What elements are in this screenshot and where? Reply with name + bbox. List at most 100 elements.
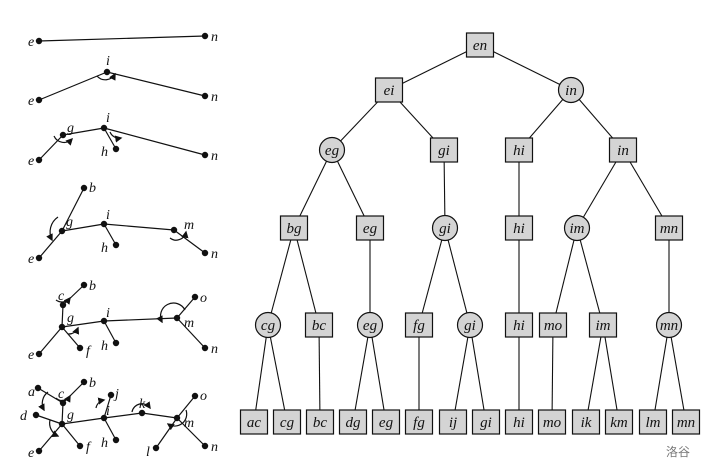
tree-node-square: hi: [504, 215, 534, 241]
tree-node-shape: [456, 311, 484, 339]
s6-label-o: o: [200, 389, 207, 404]
tree-node-shape: [588, 312, 618, 338]
tree-node-square: gi: [429, 137, 459, 163]
tree-node-shape: [305, 409, 335, 435]
s5-label-h: h: [101, 339, 108, 354]
tree-node-label: en: [473, 38, 487, 54]
tree-edge: [293, 227, 320, 326]
tree-node-label: bc: [312, 318, 327, 334]
tree-edge: [267, 227, 295, 326]
tree-node-square: ei: [374, 77, 404, 103]
tree-node-shape: [356, 311, 384, 339]
tree-node-shape: [338, 409, 368, 435]
tree-node-label: eg: [325, 143, 340, 159]
tree-node-shape: [438, 409, 468, 435]
tree-node-circle: im: [563, 214, 591, 242]
s6-label-h: h: [101, 436, 108, 451]
tree-node-label: dg: [346, 415, 362, 431]
tree-node-square: gi: [471, 409, 501, 435]
s5-label-b: b: [89, 279, 96, 294]
tree-node-label: im: [596, 318, 611, 334]
s6-label-d: d: [20, 409, 28, 424]
tree-node-square: km: [604, 409, 634, 435]
tree-node-shape: [538, 312, 568, 338]
tree-node-label: km: [610, 415, 628, 431]
s4-label-g: g: [66, 215, 73, 230]
tree-node-shape: [608, 137, 638, 163]
tree-node-shape: [404, 312, 434, 338]
tree-node-square: hi: [504, 137, 534, 163]
s6-label-a: a: [28, 385, 35, 400]
tree-node-square: eg: [371, 409, 401, 435]
s6-label-b: b: [89, 376, 96, 391]
tree-node-label: cg: [261, 318, 276, 334]
watermark: 洛谷: [666, 444, 690, 459]
tree-edge: [293, 149, 333, 229]
tree-node-circle: mn: [655, 311, 683, 339]
tree-edge: [479, 44, 572, 91]
tree-node-shape: [504, 137, 534, 163]
step-2: [35, 68, 209, 104]
tree-node-square: bg: [279, 215, 309, 241]
tree-node-square: ik: [571, 409, 601, 435]
tree-node-label: ij: [449, 415, 457, 431]
s3-label-n: n: [211, 149, 218, 164]
s4-label-i: i: [106, 208, 110, 223]
tree-edge: [331, 149, 371, 229]
tree-node-label: ei: [384, 83, 395, 99]
tree-node-label: gi: [464, 318, 476, 334]
tree-node-label: fg: [413, 318, 425, 334]
s6-label-n: n: [211, 440, 218, 455]
s6-label-k: k: [139, 397, 146, 412]
tree-edge: [452, 324, 471, 423]
tree-edge: [551, 324, 554, 423]
step-3: [35, 124, 209, 164]
tree-node-square: mo: [538, 312, 568, 338]
tree-node-shape: [371, 409, 401, 435]
tree-node-square: hi: [504, 409, 534, 435]
s6-label-g: g: [67, 408, 74, 423]
tree-node-circle: cg: [254, 311, 282, 339]
tree-edge: [576, 149, 624, 229]
tree-edge: [622, 149, 670, 229]
tree-edge: [318, 324, 321, 423]
tree-node-label: eg: [363, 318, 378, 334]
tree-node-square: ij: [438, 409, 468, 435]
tree-node-shape: [465, 32, 495, 58]
tree-node-label: mo: [544, 318, 563, 334]
tree-node-shape: [431, 214, 459, 242]
s2-label-n: n: [211, 90, 218, 105]
tree-node-label: hi: [513, 318, 525, 334]
tree-node-square: bc: [304, 312, 334, 338]
tree-node-square: hi: [504, 312, 534, 338]
tree-node-shape: [254, 311, 282, 339]
tree-node-label: mn: [660, 318, 678, 334]
tree-edge: [444, 227, 471, 326]
tree-node-square: fg: [404, 409, 434, 435]
tree-node-label: mn: [677, 415, 695, 431]
construction-steps: [32, 32, 209, 455]
tree-edge: [552, 227, 578, 326]
tree-node-label: hi: [513, 221, 525, 237]
tree-node-label: hi: [513, 143, 525, 159]
tree-node-square: ac: [239, 409, 269, 435]
tree-node-shape: [638, 409, 668, 435]
tree-node-square: in: [608, 137, 638, 163]
tree-node-square: mo: [537, 409, 567, 435]
tree-node-label: eg: [363, 221, 378, 237]
tree-edge: [418, 227, 446, 326]
s6-label-l: l: [146, 445, 150, 460]
step-labels: e n e i n e g i h n b g i h m e n b c g …: [20, 30, 218, 461]
tree-node-shape: [304, 312, 334, 338]
s6-label-m: m: [184, 416, 194, 431]
tree-node-square: mn: [671, 409, 701, 435]
tree-node-square: dg: [338, 409, 368, 435]
tree-node-shape: [404, 409, 434, 435]
tree-node-shape: [429, 137, 459, 163]
s3-label-g: g: [67, 121, 74, 136]
tree-node-circle: eg: [318, 136, 346, 164]
s3-label-e: e: [28, 154, 34, 169]
tree-node-square: bc: [305, 409, 335, 435]
